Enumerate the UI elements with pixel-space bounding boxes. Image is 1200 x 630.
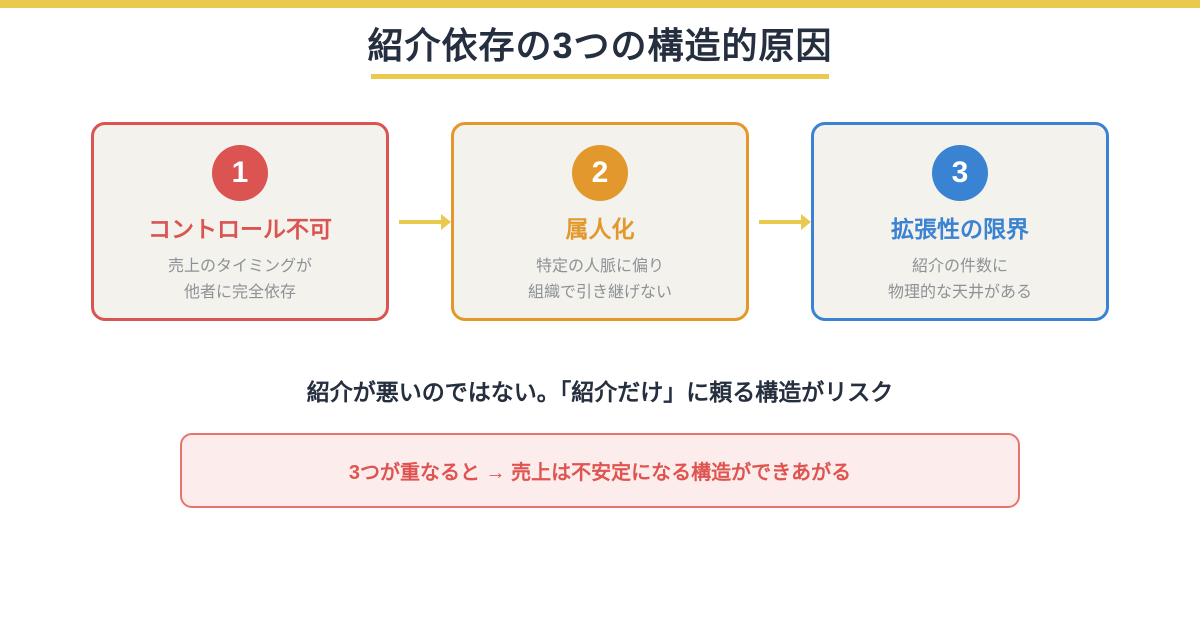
conclusion-box: 3つが重なると → 売上は不安定になる構造ができあがる <box>180 433 1020 508</box>
cards-row: 1 コントロール不可 売上のタイミングが 他者に完全依存 2 属人化 特定の人脈… <box>91 122 1109 321</box>
card-1-desc-line1: 売上のタイミングが <box>167 258 312 275</box>
arrow-line <box>399 219 441 224</box>
title-underline <box>371 74 829 79</box>
card-1-description: 売上のタイミングが 他者に完全依存 <box>94 254 386 306</box>
card-2-description: 特定の人脈に偏り 組織で引き継げない <box>454 254 746 306</box>
top-accent-bar <box>0 0 1200 8</box>
card-3-title: 拡張性の限界 <box>891 216 1029 242</box>
card-2-desc-line2: 組織で引き継げない <box>527 283 672 301</box>
card-1-number-badge: 1 <box>212 145 268 201</box>
card-3-scalability: 3 拡張性の限界 紹介の件数に 物理的な天井がある <box>811 122 1109 321</box>
card-2-title: 属人化 <box>565 216 635 242</box>
card-2-personalization: 2 属人化 特定の人脈に偏り 組織で引き継げない <box>451 122 749 321</box>
card-2-number-badge: 2 <box>572 145 628 201</box>
card-3-description: 紹介の件数に 物理的な天井がある <box>814 254 1106 306</box>
card-3-number-badge: 3 <box>932 145 988 201</box>
card-1-desc-line2: 他者に完全依存 <box>183 283 296 301</box>
statement-text: 紹介が悪いのではない。「紹介だけ」に頼る構造がリスク <box>306 379 894 405</box>
card-1-control: 1 コントロール不可 売上のタイミングが 他者に完全依存 <box>91 122 389 321</box>
card-3-desc-line2: 物理的な天井がある <box>887 283 1032 301</box>
arrow-line <box>759 219 801 224</box>
page-title: 紹介依存の3つの構造的原因 <box>367 25 833 66</box>
arrow-head <box>441 213 451 230</box>
card-1-title: コントロール不可 <box>148 216 332 242</box>
arrow-head <box>801 213 811 230</box>
flow-arrow-right-icon-2 <box>749 122 811 321</box>
conclusion-text: 3つが重なると → 売上は不安定になる構造ができあがる <box>348 462 852 484</box>
card-3-desc-line1: 紹介の件数に <box>911 258 1008 275</box>
flow-arrow-right-icon-1 <box>389 122 451 321</box>
card-2-desc-line1: 特定の人脈に偏り <box>535 258 664 275</box>
